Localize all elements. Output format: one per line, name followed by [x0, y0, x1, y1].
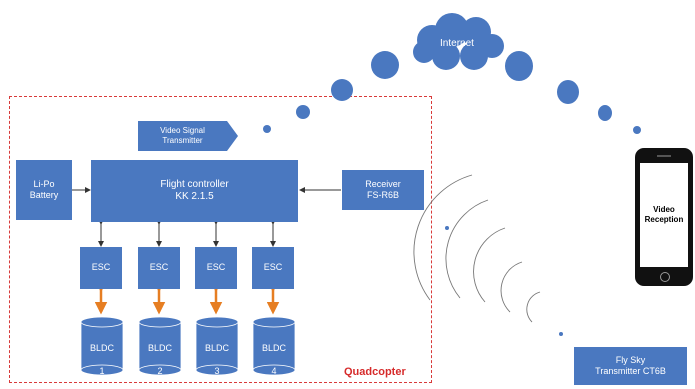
video-signal-transmitter: Video Signal Transmitter	[138, 121, 227, 151]
esc-1-label: ESC	[91, 262, 111, 273]
receiver: Receiver FS-R6B	[342, 170, 424, 210]
fc-line2: KK 2.1.5	[175, 191, 214, 202]
esc-4-label: ESC	[263, 262, 283, 273]
phone-line2: Reception	[644, 215, 684, 224]
esc-2: ESC	[138, 247, 180, 289]
internet-label: Internet	[440, 38, 474, 49]
esc-bldc-arrows	[94, 280, 280, 315]
bldc-1-label: BLDC 1	[81, 332, 123, 377]
bubble-7	[598, 105, 612, 121]
bubble-6	[557, 80, 579, 104]
battery-line1: Li-Po	[33, 178, 55, 189]
phone-speaker	[657, 155, 671, 157]
bldc-1-line2: 1	[99, 365, 105, 376]
esc-4: ESC	[252, 247, 294, 289]
bldc-2-label: BLDC 2	[139, 332, 181, 377]
signal-waves-icon	[413, 174, 541, 323]
esc-3-label: ESC	[206, 262, 226, 273]
bubble-2	[296, 105, 310, 119]
bubble-1	[263, 125, 271, 133]
phone-line1: Video	[653, 205, 675, 214]
bldc-4-label: BLDC 4	[253, 332, 295, 377]
bldc-1-line1: BLDC	[89, 343, 114, 354]
lipo-battery: Li-Po Battery	[16, 160, 72, 220]
fc-esc-arrows	[98, 219, 276, 247]
receiver-line1: Receiver	[365, 178, 401, 189]
esc-3: ESC	[195, 247, 237, 289]
bubble-8	[633, 126, 641, 134]
bubble-5	[505, 51, 533, 81]
flysky-transmitter: Fly Sky Transmitter CT6B	[574, 347, 687, 385]
quadcopter-boundary	[9, 96, 432, 383]
transmitter-line2: Transmitter CT6B	[595, 366, 666, 376]
signal-dot-transmitter	[559, 332, 563, 336]
battery-line2: Battery	[29, 190, 59, 200]
fc-line1: Flight controller	[160, 178, 229, 190]
bldc-2-line2: 2	[157, 365, 163, 376]
bldc-cylinders	[80, 316, 296, 376]
esc-2-label: ESC	[149, 262, 169, 273]
bubble-3	[331, 79, 353, 101]
bldc-4-line1: BLDC	[261, 343, 286, 354]
wireless-bubble-trail	[263, 51, 641, 134]
cloud-icon	[413, 13, 504, 70]
bldc-4-line2: 4	[271, 365, 277, 376]
bldc-3-line1: BLDC	[204, 343, 229, 354]
bldc-cylinder-3	[195, 316, 239, 376]
quadcopter-label: Quadcopter	[344, 366, 406, 378]
bldc-3-label: BLDC 3	[196, 332, 238, 377]
video-tx-line2: Transmitter	[162, 136, 203, 145]
transmitter-line1: Fly Sky	[615, 354, 646, 365]
receiver-line2: FS-R6B	[366, 190, 399, 200]
bldc-cylinder-1	[80, 316, 124, 376]
bldc-cylinder-2	[138, 316, 182, 376]
flight-controller: Flight controller KK 2.1.5	[91, 160, 298, 222]
esc-1: ESC	[80, 247, 122, 289]
bldc-cylinder-4	[252, 316, 296, 376]
video-tx-line1: Video Signal	[160, 126, 205, 135]
signal-dot-receiver	[445, 226, 449, 230]
bldc-2-line1: BLDC	[147, 343, 172, 354]
bubble-4	[371, 51, 399, 79]
phone-home-button	[660, 272, 670, 282]
bldc-3-line2: 3	[214, 365, 220, 376]
